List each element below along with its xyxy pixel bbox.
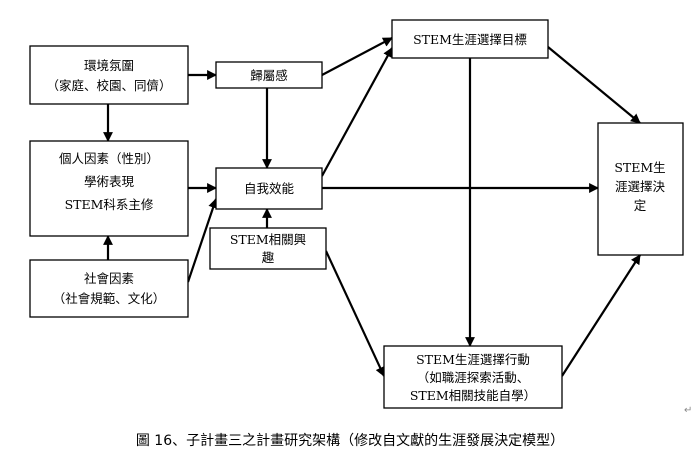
node-personal-line-3: STEM科系主修	[65, 197, 154, 212]
node-environment-line-2: （家庭、校園、同儕）	[46, 78, 171, 93]
node-social: 社會因素 （社會規範、文化）	[29, 259, 189, 318]
arrow-self-efficacy-to-goal	[321, 47, 393, 177]
node-goal-label: STEM生涯選擇目標	[413, 32, 527, 47]
node-interest-line-1: STEM相關興	[230, 232, 306, 247]
node-decision-line-2: 涯選擇決	[615, 179, 666, 194]
node-environment: 環境氛圍 （家庭、校園、同儕）	[29, 45, 189, 105]
node-decision-line-3: 定	[634, 198, 647, 213]
arrow-goal-to-decision	[547, 46, 641, 124]
node-personal: 個人因素（性別） 學術表現 STEM科系主修	[29, 140, 189, 237]
node-decision: STEM生 涯選擇決 定	[597, 122, 684, 256]
arrow-interest-to-action	[325, 250, 385, 377]
arrow-action-to-decision	[561, 254, 641, 377]
node-social-line-1: 社會因素	[84, 271, 134, 286]
node-self-efficacy-label: 自我效能	[244, 181, 295, 196]
node-self-efficacy: 自我效能	[215, 167, 323, 210]
node-social-line-2: （社會規範、文化）	[53, 291, 166, 306]
node-interest: STEM相關興 趣	[209, 227, 327, 270]
node-personal-line-2: 學術表現	[84, 174, 135, 189]
node-belonging: 歸屬感	[215, 61, 323, 89]
node-action-line-2: （如職涯探索活動、	[417, 370, 530, 385]
arrow-social-to-self-efficacy	[186, 198, 218, 283]
node-personal-line-1: 個人因素（性別）	[59, 151, 159, 166]
node-belonging-label: 歸屬感	[250, 68, 288, 83]
node-decision-line-1: STEM生	[614, 160, 665, 175]
node-action: STEM生涯選擇行動 （如職涯探索活動、 STEM相關技能自學）	[383, 345, 563, 409]
arrow-belonging-to-goal	[321, 37, 393, 76]
node-environment-line-1: 環境氛圍	[84, 58, 134, 73]
node-action-line-1: STEM生涯選擇行動	[416, 352, 530, 367]
figure-caption: 圖 16、子計畫三之計畫研究架構（修改自文獻的生涯發展決定模型）	[135, 433, 565, 449]
node-goal: STEM生涯選擇目標	[391, 19, 549, 59]
node-action-line-3: STEM相關技能自學）	[410, 388, 536, 403]
node-interest-line-2: 趣	[262, 250, 275, 265]
paragraph-mark: ↵	[684, 405, 693, 416]
arrows	[103, 37, 641, 377]
